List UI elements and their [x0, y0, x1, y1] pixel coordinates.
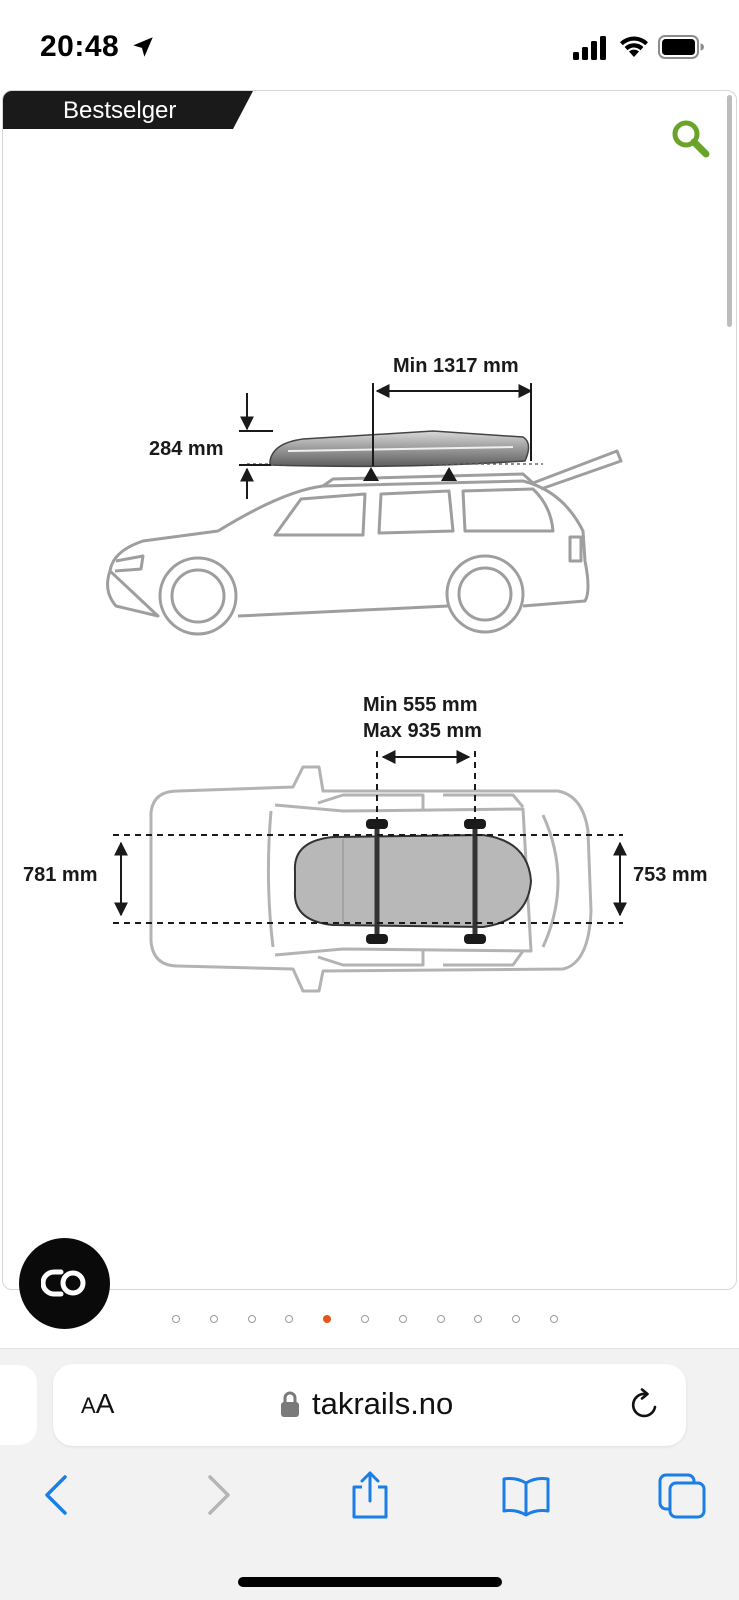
dimension-diagram: 284 mm Min 1317 mm — [23, 355, 708, 993]
bar-spread-label: Min 1317 mm — [393, 355, 519, 377]
reload-icon[interactable] — [628, 1388, 662, 1422]
wifi-icon — [620, 36, 648, 57]
status-time: 20:48 — [40, 30, 120, 63]
forward-icon[interactable] — [190, 1469, 242, 1521]
url-text: takrails.no — [312, 1386, 454, 1421]
share-icon[interactable] — [344, 1469, 396, 1521]
cellular-signal-icon — [573, 36, 606, 60]
carousel-dot[interactable] — [247, 1315, 256, 1323]
text-size-small-a: A — [81, 1393, 96, 1418]
bar-distance-max-label: Max 935 mm — [363, 720, 482, 742]
top-view-roof-bars — [374, 825, 478, 937]
box-height-label: 284 mm — [149, 438, 224, 460]
side-view-dimensions — [239, 383, 533, 499]
bestseller-badge: Bestselger — [3, 91, 253, 129]
carousel-dot[interactable] — [209, 1315, 218, 1323]
carousel-dot[interactable] — [474, 1315, 483, 1323]
lock-icon — [281, 1391, 299, 1417]
carousel-dot[interactable] — [512, 1315, 521, 1323]
side-view-car — [106, 449, 623, 636]
top-view-roof-box — [293, 833, 533, 929]
chat-logo-icon — [41, 1269, 86, 1297]
battery-icon — [658, 35, 704, 59]
chat-button[interactable] — [19, 1238, 110, 1329]
product-image-card[interactable]: 284 mm Min 1317 mm — [2, 90, 737, 1290]
status-bar: 20:48 — [0, 0, 739, 90]
back-icon[interactable] — [33, 1469, 85, 1521]
carousel-dot[interactable] — [172, 1315, 180, 1323]
bookmarks-icon[interactable] — [500, 1469, 552, 1521]
carousel-dot-active[interactable] — [323, 1315, 332, 1323]
bar-distance-min-label: Min 555 mm — [363, 694, 477, 716]
location-arrow-icon — [133, 37, 153, 57]
address-bar[interactable]: AA takrails.no — [53, 1364, 686, 1446]
carousel-dots — [0, 1310, 739, 1330]
carousel-dot[interactable] — [550, 1315, 558, 1323]
carousel-dot[interactable] — [436, 1315, 445, 1323]
top-view-dimensions — [113, 750, 627, 924]
text-size-large-a: A — [95, 1388, 115, 1419]
top-view-bar-feet — [366, 819, 486, 944]
magnifier-icon[interactable] — [671, 119, 711, 159]
side-view-roof-box — [247, 430, 543, 481]
badge-label: Bestselger — [63, 97, 177, 124]
right-width-label: 753 mm — [633, 864, 708, 886]
top-view-car — [149, 765, 593, 993]
text-size-button[interactable]: AA — [81, 1388, 114, 1420]
carousel-dot[interactable] — [361, 1315, 369, 1323]
tabs-icon[interactable] — [656, 1469, 708, 1521]
home-indicator — [238, 1577, 502, 1587]
image-scrollbar[interactable] — [727, 95, 732, 327]
left-width-label: 781 mm — [23, 864, 98, 886]
browser-chrome: AA takrails.no — [0, 1348, 739, 1600]
carousel-dot[interactable] — [285, 1315, 294, 1323]
previous-tab-preview[interactable] — [0, 1365, 37, 1445]
carousel-dot[interactable] — [398, 1315, 407, 1323]
